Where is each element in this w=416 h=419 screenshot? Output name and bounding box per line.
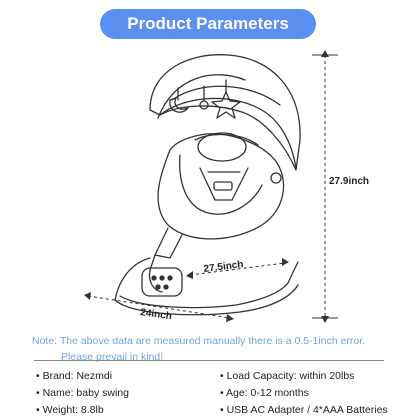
page-title-banner: Product Parameters [100, 9, 316, 39]
moon-toy [169, 97, 189, 113]
bead-toy [199, 100, 209, 110]
star-toy [211, 91, 241, 119]
seat-shell [157, 133, 285, 240]
support-column [154, 227, 183, 259]
note-line-1: Note: The above data are measured manual… [32, 335, 366, 347]
divider [34, 360, 384, 361]
spec-name: Name: baby swing [36, 385, 129, 402]
headrest [197, 132, 247, 162]
spec-list-left: Brand: Nezmdi Name: baby swing Weight: 8… [36, 368, 129, 419]
note-line-2: Please prevail in kind! [61, 351, 164, 363]
harness [199, 167, 249, 201]
toy-bar [157, 74, 246, 119]
spec-weight: Weight: 8.8lb [36, 402, 129, 419]
spec-load-capacity: Load Capacity: within 20lbs [220, 368, 388, 385]
depth-dimension-line [189, 262, 286, 276]
canopy [149, 54, 301, 171]
control-panel [141, 267, 183, 297]
spec-age: Age: 0-12 months [220, 385, 388, 402]
depth-label: 27.5inch [203, 259, 244, 275]
spec-brand: Brand: Nezmdi [36, 368, 129, 385]
width-label: 24inch [140, 307, 173, 322]
spec-power: USB AC Adapter / 4*AAA Batteries [220, 402, 388, 419]
height-label: 27.9inch [329, 176, 369, 187]
spec-list-right: Load Capacity: within 20lbs Age: 0-12 mo… [220, 368, 388, 419]
floor-stand [114, 257, 151, 301]
